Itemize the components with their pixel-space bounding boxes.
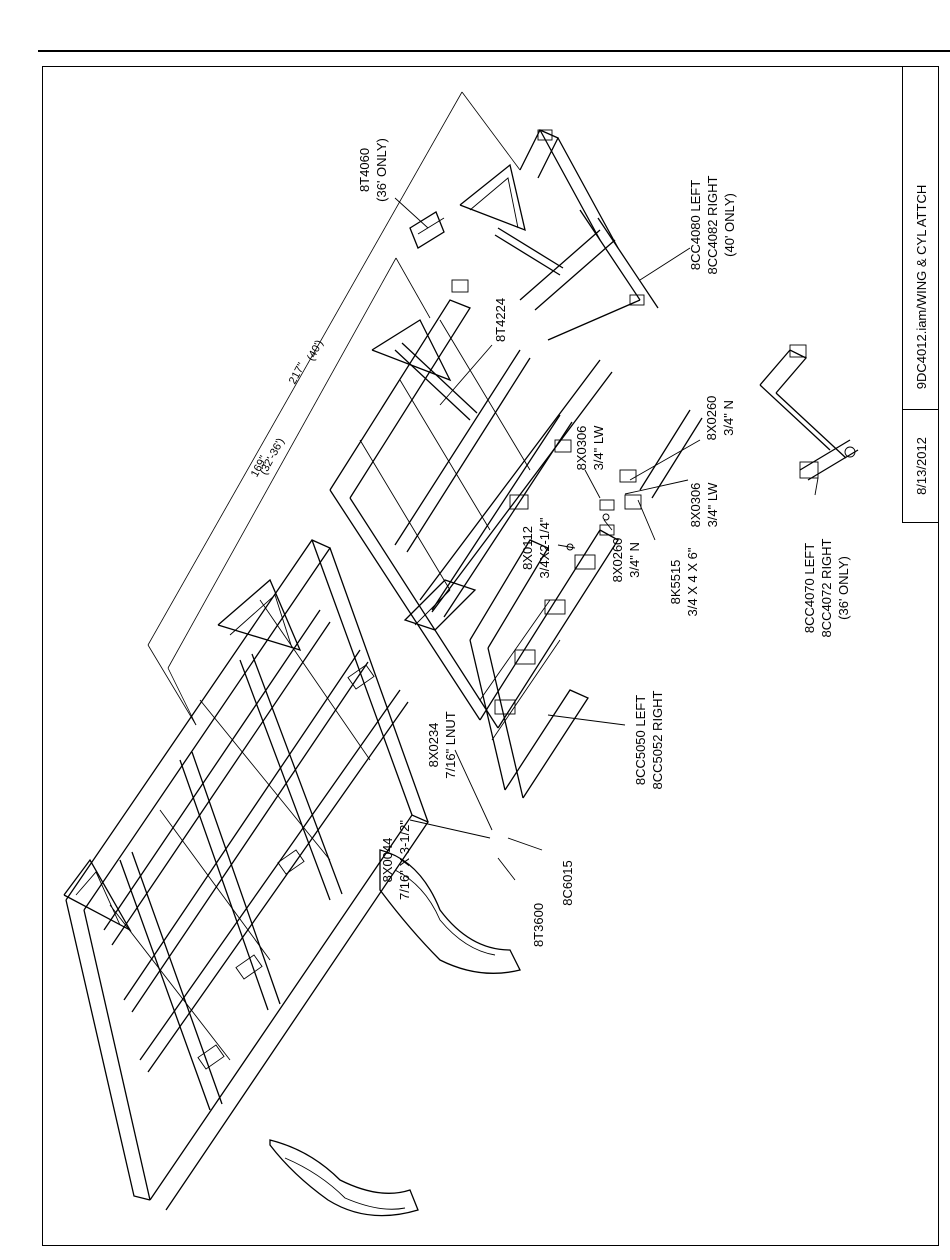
svg-text:8T4224: 8T4224 xyxy=(493,298,508,342)
svg-text:3/4" LW: 3/4" LW xyxy=(705,482,720,528)
callout-8x0306-b: 8X0306 3/4" LW xyxy=(688,482,720,528)
drawing-date: 8/13/2012 xyxy=(914,437,929,495)
svg-text:3/4" N: 3/4" N xyxy=(627,542,642,578)
title-block-divider xyxy=(903,409,938,410)
8cc5050-subframe xyxy=(403,539,596,799)
callout-8t4224: 8T4224 xyxy=(493,298,508,342)
svg-text:8CC4080 LEFT: 8CC4080 LEFT xyxy=(688,180,703,270)
svg-text:3/4" LW: 3/4" LW xyxy=(591,425,606,471)
svg-text:8CC5052 RIGHT: 8CC5052 RIGHT xyxy=(650,690,665,789)
svg-text:8CC4082 RIGHT: 8CC4082 RIGHT xyxy=(705,175,720,274)
callout-8cc5050: 8CC5050 LEFT 8CC5052 RIGHT xyxy=(633,690,665,789)
svg-text:7/16" LNUT: 7/16" LNUT xyxy=(443,711,458,779)
svg-text:7/16" X 3-1/2": 7/16" X 3-1/2" xyxy=(397,820,412,900)
svg-text:8X0306: 8X0306 xyxy=(574,426,589,471)
svg-text:8T3600: 8T3600 xyxy=(531,903,546,947)
drawing-name: 9DC4012.iam/WING & CYL ATTCH xyxy=(914,185,929,389)
callout-8k5515: 8K5515 3/4 X 4 X 6" xyxy=(668,547,700,616)
svg-text:(36' ONLY): (36' ONLY) xyxy=(374,138,389,202)
callout-8t4060: 8T4060 (36' ONLY) xyxy=(357,138,389,202)
svg-text:8X0044: 8X0044 xyxy=(380,838,395,883)
svg-text:8C6015: 8C6015 xyxy=(560,860,575,906)
svg-text:3/4 X 4 X 6": 3/4 X 4 X 6" xyxy=(685,547,700,616)
svg-text:8X0112: 8X0112 xyxy=(520,526,535,570)
drawing-frame xyxy=(42,66,939,1246)
svg-text:8X0306: 8X0306 xyxy=(688,483,703,528)
svg-text:8CC5050 LEFT: 8CC5050 LEFT xyxy=(633,695,648,785)
title-block xyxy=(902,67,938,523)
dimension-lines xyxy=(147,91,521,726)
svg-text:8X0234: 8X0234 xyxy=(426,723,441,768)
8cc4080-frame xyxy=(419,129,659,613)
leader-lines xyxy=(394,197,819,881)
dim-overall-note: (40') xyxy=(305,338,326,363)
hardware-cluster xyxy=(566,409,703,551)
svg-text:8T4060: 8T4060 xyxy=(357,148,372,192)
header-rule xyxy=(38,50,950,52)
svg-text:8K5515: 8K5515 xyxy=(668,560,683,605)
8cc4070-frame xyxy=(759,344,859,481)
callout-8cc4070: 8CC4070 LEFT 8CC4072 RIGHT (36' ONLY) xyxy=(802,538,851,637)
callout-8x0234: 8X0234 7/16" LNUT xyxy=(426,711,458,779)
callout-8x0112: 8X0112 3/4X2-1/4" xyxy=(520,517,552,578)
dim-overall: 217" xyxy=(287,361,308,386)
callout-8c6015: 8C6015 xyxy=(560,860,575,906)
callout-8t3600: 8T3600 xyxy=(531,903,546,947)
main-frame xyxy=(63,539,521,1217)
svg-text:8X0260: 8X0260 xyxy=(704,396,719,441)
svg-text:(40' ONLY): (40' ONLY) xyxy=(722,193,737,257)
8t4060-bracket xyxy=(409,211,445,249)
svg-text:8CC4072 RIGHT: 8CC4072 RIGHT xyxy=(819,538,834,637)
svg-text:8X0260: 8X0260 xyxy=(610,538,625,583)
callout-8x0306-a: 8X0306 3/4" LW xyxy=(574,425,606,471)
callout-8x0044: 8X0044 7/16" X 3-1/2" xyxy=(380,820,412,900)
svg-text:8CC4070 LEFT: 8CC4070 LEFT xyxy=(802,543,817,633)
wing-frame xyxy=(329,279,619,729)
callout-8x0260-a: 8X0260 3/4" N xyxy=(704,396,736,441)
callout-8x0260-b: 8X0260 3/4" N xyxy=(610,538,642,583)
svg-text:3/4" N: 3/4" N xyxy=(721,400,736,436)
callout-8cc4080: 8CC4080 LEFT 8CC4082 RIGHT (40' ONLY) xyxy=(688,175,737,274)
svg-text:3/4X2-1/4": 3/4X2-1/4" xyxy=(537,517,552,578)
svg-text:(36' ONLY): (36' ONLY) xyxy=(836,556,851,620)
